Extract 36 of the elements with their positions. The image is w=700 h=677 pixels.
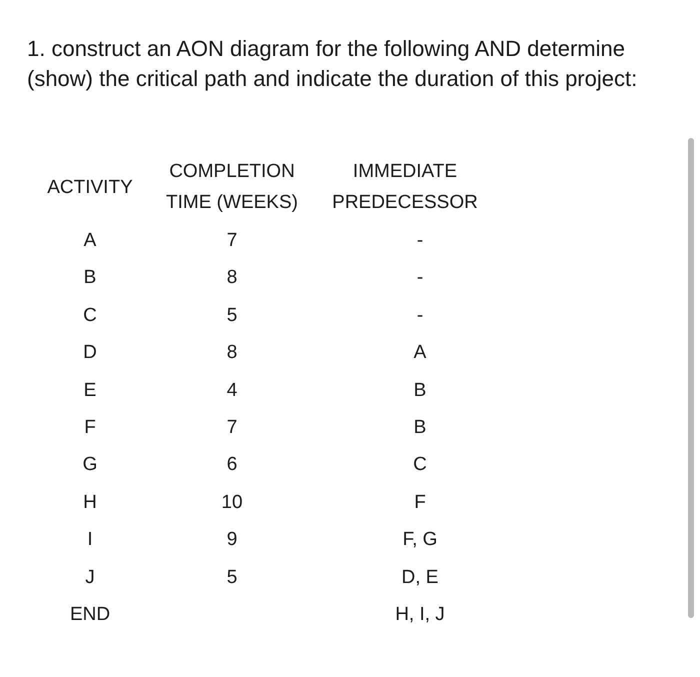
table-cell-text: A: [412, 341, 428, 366]
question-text: 1. construct an AON diagram for the following AND determine (show) the critical path and indicate the duration of this project:: [27, 35, 638, 93]
table-cell-text: C: [82, 304, 98, 328]
table-cell-text: 8: [226, 266, 238, 290]
table-cell-text: 5: [226, 304, 238, 328]
table-cell-text: D, E: [400, 566, 440, 590]
table-cell-text: G: [82, 453, 98, 478]
table-cell-text: B: [82, 266, 98, 290]
table-cell-text: END: [68, 603, 112, 627]
table-cell-text: J: [84, 566, 96, 590]
table-cell-text: 10: [220, 490, 244, 515]
table-cell-text: D: [82, 341, 98, 366]
table-cell-text: 4: [226, 378, 238, 403]
table-cell-text: 5: [226, 566, 238, 590]
column-header: IMMEDIATE PREDECESSOR: [331, 160, 479, 215]
table-cell-text: -: [416, 304, 424, 328]
table-cell-text: C: [412, 453, 428, 478]
column-header: ACTIVITY: [46, 176, 134, 200]
table-cell-text: I: [86, 528, 94, 552]
table-cell-text: H: [82, 490, 98, 515]
table-cell-text: 9: [226, 528, 238, 552]
table-cell-text: B: [412, 416, 428, 440]
table-cell-text: F: [413, 490, 427, 515]
table-cell-text: B: [412, 378, 428, 403]
table-cell-text: F, G: [402, 528, 438, 552]
table-cell-text: A: [82, 229, 98, 253]
column-header: COMPLETION TIME (WEEKS): [165, 160, 299, 215]
table-cell-text: H, I, J: [394, 603, 446, 627]
table-cell-text: E: [82, 378, 98, 403]
table-cell-text: 8: [226, 341, 238, 366]
table-cell-text: -: [416, 229, 424, 253]
table-cell-text: 7: [226, 416, 238, 440]
table-cell-text: F: [83, 416, 97, 440]
table-cell-text: 7: [226, 229, 238, 253]
table-cell-text: 6: [226, 453, 238, 478]
table-cell-text: -: [416, 266, 424, 290]
